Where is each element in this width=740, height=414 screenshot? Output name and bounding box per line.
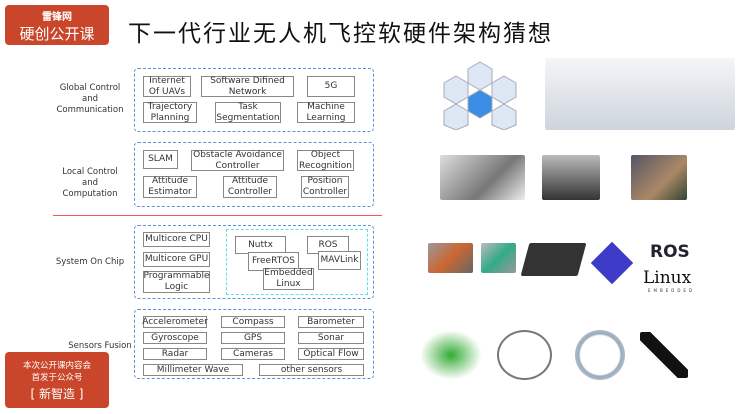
nuttx-logo-icon <box>590 241 634 285</box>
badge-line1: 本次公开课内容会 <box>22 361 91 371</box>
item-accel: Accelerometer <box>142 316 208 328</box>
global-group <box>134 68 374 132</box>
label-line: and <box>82 178 98 188</box>
ros-logo: ROS <box>650 242 690 262</box>
item-logic: Programmable Logic <box>143 271 210 293</box>
multicore-gpu-image <box>481 243 516 273</box>
compass-image <box>575 330 625 380</box>
item-gpu: Multicore GPU <box>143 252 210 267</box>
item-task: Task Segmentation <box>215 101 281 123</box>
item-cpu: Multicore CPU <box>143 232 210 247</box>
item-gyro: Gyroscope <box>143 332 207 344</box>
label-line: Local Control <box>62 167 118 177</box>
item-compass: Compass <box>221 316 285 328</box>
accelerometer-axes-image <box>420 330 482 380</box>
item-other: other sensors <box>259 364 364 376</box>
linux-logo-sub: EMBEDDED <box>648 288 696 293</box>
global-label: Global Control and Communication <box>40 83 140 116</box>
divider-line <box>53 215 382 216</box>
label-line: Communication <box>56 105 124 115</box>
logo-line2: 硬创公开课 <box>19 25 95 43</box>
local-group <box>134 142 374 207</box>
local-label: Local Control and Computation <box>40 167 140 200</box>
item-object: Object Recognition <box>297 149 354 171</box>
item-mavlink: MAVLink <box>318 251 361 270</box>
item-att-ctrl: Attitude Controller <box>223 176 277 198</box>
item-obstacle: Obstacle Avoidance Controller <box>191 150 284 171</box>
item-gps: GPS <box>221 332 285 344</box>
item-mmwave: Millimeter Wave <box>143 364 243 376</box>
item-radar: Radar <box>143 348 207 360</box>
fpga-chip-image <box>520 243 587 276</box>
slam-drone-image <box>440 155 525 200</box>
item-sonar: Sonar <box>298 332 364 344</box>
soc-label: System On Chip <box>55 257 125 267</box>
multicore-cpu-image <box>428 243 473 273</box>
hex-network-image <box>443 61 517 130</box>
os-group <box>226 229 368 295</box>
item-pos-ctrl: Position Controller <box>301 176 349 198</box>
label-line: Global Control <box>59 83 121 93</box>
item-emb-linux: Embedded Linux <box>263 268 314 290</box>
item-slam: SLAM <box>143 150 178 169</box>
item-trajectory: Trajectory Planning <box>143 102 197 123</box>
sensors-label: Sensors Fusion <box>68 341 132 351</box>
label-line: and <box>82 94 98 104</box>
badge-line3: [ 新智造 ] <box>30 387 84 401</box>
item-cameras: Cameras <box>221 348 285 360</box>
item-optical-flow: Optical Flow <box>298 348 364 360</box>
badge-line2: 首发于公众号 <box>31 373 83 383</box>
wechat-badge: 本次公开课内容会 首发于公众号 [ 新智造 ] <box>5 352 109 408</box>
recognition-image <box>631 155 687 200</box>
item-baro: Barometer <box>298 316 364 328</box>
label-line: Computation <box>62 189 118 199</box>
logo-line1: 雷锋网 <box>42 12 72 23</box>
linux-logo: Linux <box>643 268 692 288</box>
item-sdn: Software Difined Network <box>201 76 294 97</box>
sensors-group <box>134 309 374 379</box>
page-title: 下一代行业无人机飞控软硬件架构猜想 <box>128 21 553 47</box>
item-internet-of-uavs: Internet Of UAVs <box>143 76 191 97</box>
gyroscope-image <box>497 330 552 380</box>
item-ml: Machine Learning <box>297 102 355 123</box>
uav-network-diagram <box>545 58 735 130</box>
satellite-icon <box>640 332 688 378</box>
obstacle-drone-image <box>542 155 600 200</box>
item-att-est: Attitude Estimator <box>143 176 197 198</box>
soc-group <box>134 225 374 299</box>
leiphone-logo: 雷锋网 硬创公开课 <box>5 5 109 45</box>
item-5g: 5G <box>307 76 355 97</box>
